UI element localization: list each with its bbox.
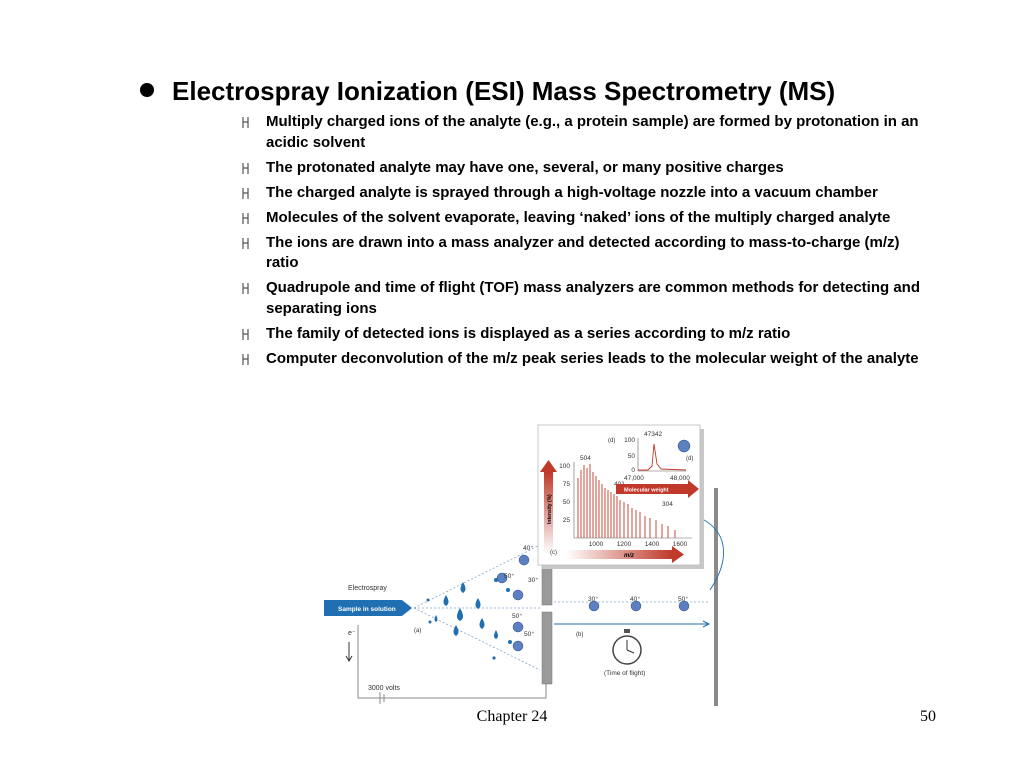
bullet-item: Multiply charged ions of the analyte (e.… xyxy=(240,112,920,153)
inset-peak-curve xyxy=(638,443,687,471)
esi-ms-figure: 3000 volts e⁻ Electrospray Sample in sol… xyxy=(324,424,725,706)
inset-y-tick: 100 xyxy=(624,437,635,444)
mz-arrow-head xyxy=(672,546,684,563)
sample-nozzle xyxy=(324,600,412,616)
peak-label: 504 xyxy=(580,455,591,462)
signal-curve xyxy=(695,515,725,591)
footer-chapter: Chapter 24 xyxy=(476,708,548,725)
bullet-text: Molecules of the solvent evaporate, leav… xyxy=(266,208,891,226)
flight-protein-icons xyxy=(588,600,690,612)
droplet-charge: 50⁺ xyxy=(524,631,535,638)
voltage-label: 3000 volts xyxy=(368,685,400,692)
electrospray-label: Electrospray xyxy=(348,585,387,592)
spray-droplets xyxy=(426,578,512,660)
inset-x-tick: 48,000 xyxy=(670,475,690,482)
bullet-text: The protonated analyte may have one, sev… xyxy=(266,158,784,176)
y-tick-label: 50 xyxy=(563,499,571,506)
bullet-item: The ions are drawn into a mass analyzer … xyxy=(240,233,920,274)
spectrum-y-ticks: 100 75 50 25 xyxy=(559,463,570,524)
droplet-charge: 40⁺ xyxy=(523,545,534,552)
tof-label: (Time of flight) xyxy=(604,670,645,677)
bullet-marker-icon xyxy=(242,328,249,340)
bullet-text: The family of detected ions is displayed… xyxy=(266,324,791,342)
inset-y-tick: 0 xyxy=(631,467,635,474)
detector-plate xyxy=(714,488,718,706)
bullet-marker-icon xyxy=(242,353,249,365)
spectrum-xlabel: m/z xyxy=(624,553,634,559)
bullet-text: Multiply charged ions of the analyte (e.… xyxy=(266,113,919,151)
slide-title-text: Electrospray Ionization (ESI) Mass Spect… xyxy=(172,76,836,106)
panel-d-label-right: (d) xyxy=(686,456,693,462)
mz-axis-arrow xyxy=(566,550,672,559)
bullet-item: The family of detected ions is displayed… xyxy=(240,324,920,345)
droplet-charge: 50⁺ xyxy=(512,613,523,620)
electron-label: e⁻ xyxy=(348,630,356,637)
bullet-marker-icon xyxy=(242,212,249,224)
peak-label: 304 xyxy=(662,501,673,508)
inset-axes xyxy=(637,438,686,472)
y-tick-label: 25 xyxy=(563,517,571,524)
panel-d-label: (d) xyxy=(608,438,615,444)
protein-icon-inset xyxy=(677,439,691,453)
mw-arrow xyxy=(616,484,688,494)
bullet-item: Molecules of the solvent evaporate, leav… xyxy=(240,208,920,229)
intensity-arrow-head xyxy=(540,460,557,472)
mw-arrow-head xyxy=(688,480,699,498)
inset-peak-label: 47342 xyxy=(644,431,662,438)
mw-label: Molecular weight xyxy=(624,488,669,494)
protein-icons xyxy=(496,554,530,652)
spectrum-peaks xyxy=(577,464,676,538)
panel-b-label: (b) xyxy=(576,632,583,638)
flight-path-arrow xyxy=(554,620,711,628)
inset-x-tick: 47,000 xyxy=(624,475,644,482)
droplet-charge: 50⁺ xyxy=(504,573,515,580)
bullet-marker-icon xyxy=(242,283,249,294)
y-tick-label: 100 xyxy=(559,463,570,470)
bullet-item: Computer deconvolution of the m/z peak s… xyxy=(240,349,920,370)
bullet-marker-icon xyxy=(242,187,249,199)
bullet-marker-icon xyxy=(242,237,249,249)
bullet-text: Computer deconvolution of the m/z peak s… xyxy=(266,349,919,367)
y-tick-label: 75 xyxy=(563,481,571,488)
flight-charge: 50⁺ xyxy=(678,596,689,603)
x-tick-label: 1600 xyxy=(673,541,688,548)
circuit-wires xyxy=(357,625,547,704)
stopwatch-icon xyxy=(612,629,642,665)
bullet-marker-icon xyxy=(242,162,249,174)
flight-charge: 40⁺ xyxy=(630,596,641,603)
spectrum-ylabel: Intensity (%) xyxy=(547,494,553,524)
bullet-item: The protonated analyte may have one, sev… xyxy=(240,158,920,179)
title-bullet-dot xyxy=(140,83,154,97)
inset-y-tick: 50 xyxy=(628,453,636,460)
x-tick-label: 1400 xyxy=(645,541,660,548)
entrance-plate-lower xyxy=(541,611,553,685)
panel-a-label: (a) xyxy=(414,628,421,634)
bullet-item: Quadrupole and time of flight (TOF) mass… xyxy=(240,278,920,319)
flight-charge: 30⁺ xyxy=(588,596,599,603)
bullet-list: Multiply charged ions of the analyte (e.… xyxy=(240,112,920,374)
bullet-text: The charged analyte is sprayed through a… xyxy=(266,183,878,201)
x-tick-label: 1000 xyxy=(589,541,604,548)
footer-page-number: 50 xyxy=(920,708,936,725)
bullet-text: The ions are drawn into a mass analyzer … xyxy=(266,233,900,272)
spectrum-axes xyxy=(573,462,692,539)
spray-cone xyxy=(413,544,541,671)
electron-arrow xyxy=(345,642,353,662)
sample-label: Sample in solution xyxy=(338,606,396,613)
bullet-marker-icon xyxy=(242,117,249,128)
inset-y-ticks: 100 50 0 xyxy=(624,437,635,474)
slide-title: Electrospray Ionization (ESI) Mass Spect… xyxy=(140,76,960,107)
intensity-axis-arrow xyxy=(544,472,553,554)
spectrum-card xyxy=(537,424,701,566)
panel-c-label: (c) xyxy=(550,550,557,556)
bullet-item: The charged analyte is sprayed through a… xyxy=(240,183,920,204)
spectrum-x-ticks: 1000 1200 1400 1600 xyxy=(589,541,688,548)
x-tick-label: 1200 xyxy=(617,541,632,548)
droplet-charge: 30⁺ xyxy=(528,577,539,584)
bullet-text: Quadrupole and time of flight (TOF) mass… xyxy=(266,279,920,317)
